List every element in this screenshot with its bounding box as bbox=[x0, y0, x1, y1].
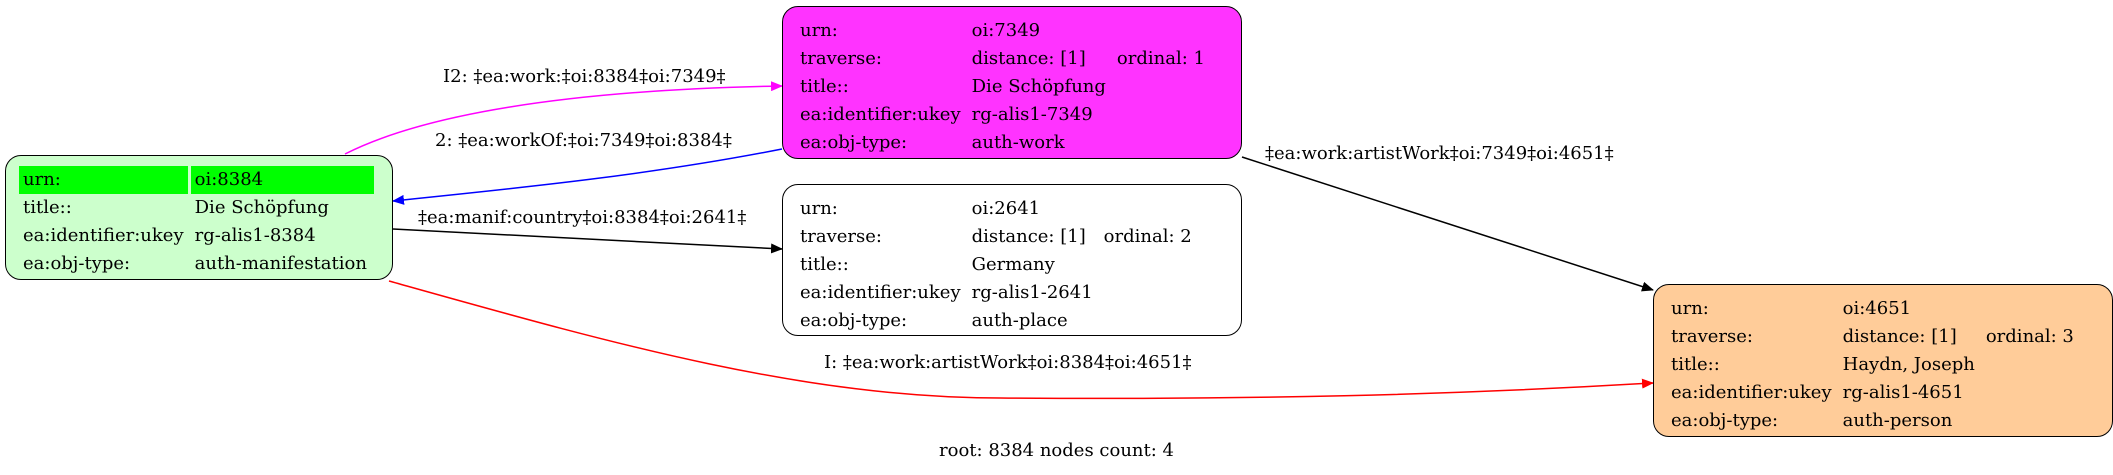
node-row-traverse: traverse: distance: [1] ordinal: 3 bbox=[1667, 323, 2078, 351]
node-row-extra bbox=[1982, 379, 2078, 407]
edge-artist-line bbox=[1241, 156, 1654, 292]
node-row-key: urn: bbox=[800, 198, 838, 219]
node-row-key: traverse: bbox=[1671, 326, 1753, 347]
node-row-value: Germany bbox=[971, 254, 1055, 275]
node-oi-7349[interactable]: urn: oi:7349 traverse: distance: [1] ord… bbox=[782, 6, 1242, 159]
node-row-value: oi:4651 bbox=[1842, 298, 1912, 319]
node-row-ukey: ea:identifier:ukey rg-alis1-7349 bbox=[796, 101, 1209, 129]
node-oi-8384-table: urn: oi:8384 title:: Die Schöpfung ea:id… bbox=[16, 166, 377, 278]
node-row-value: Die Schöpfung bbox=[971, 76, 1106, 97]
node-row-value: auth-place bbox=[971, 310, 1068, 331]
node-row-key: traverse: bbox=[800, 48, 882, 69]
node-row-key: urn: bbox=[1671, 298, 1709, 319]
node-row-value: distance: [1] bbox=[971, 48, 1086, 69]
node-row-title: title:: Die Schöpfung bbox=[796, 73, 1209, 101]
node-row-objtype: ea:obj-type: auth-work bbox=[796, 129, 1209, 157]
node-row-key: ea:identifier:ukey bbox=[1671, 382, 1832, 403]
node-oi-7349-table: urn: oi:7349 traverse: distance: [1] ord… bbox=[793, 17, 1212, 157]
node-row-key: ea:identifier:ukey bbox=[800, 282, 961, 303]
node-row-key: ea:obj-type: bbox=[800, 310, 908, 331]
node-row-value: oi:8384 bbox=[190, 166, 374, 194]
node-row-key: title:: bbox=[800, 76, 849, 97]
node-row-objtype: ea:obj-type: auth-person bbox=[1667, 407, 2078, 435]
node-row-extra: ordinal: 1 bbox=[1116, 48, 1205, 69]
node-row-key: ea:identifier:ukey bbox=[800, 104, 961, 125]
node-row-value: rg-alis1-8384 bbox=[194, 225, 316, 246]
node-row-value: distance: [1] bbox=[971, 226, 1086, 247]
node-oi-4651-table: urn: oi:4651 traverse: distance: [1] ord… bbox=[1664, 295, 2081, 435]
node-row-extra bbox=[1113, 73, 1209, 101]
edge-country-line bbox=[392, 228, 783, 254]
edge-country-label: ‡ea:manif:country‡oi:8384‡oi:2641‡ bbox=[418, 207, 746, 228]
edge-work-label: I2: ‡ea:work:‡oi:8384‡oi:7349‡ bbox=[443, 66, 726, 87]
node-row-key: urn: bbox=[800, 20, 838, 41]
node-row-value: auth-work bbox=[971, 132, 1065, 153]
node-row-extra bbox=[1982, 295, 2078, 323]
node-row-urn: urn: oi:4651 bbox=[1667, 295, 2078, 323]
edge-workof-line bbox=[392, 148, 783, 205]
node-row-extra bbox=[1100, 307, 1196, 335]
node-row-extra bbox=[1100, 279, 1196, 307]
node-row-objtype: ea:obj-type: auth-place bbox=[796, 307, 1196, 335]
edge-artist-i-label: I: ‡ea:work:artistWork‡oi:8384‡oi:4651‡ bbox=[824, 352, 1192, 373]
node-row-urn: urn: oi:7349 bbox=[796, 17, 1209, 45]
node-row-ukey: ea:identifier:ukey rg-alis1-2641 bbox=[796, 279, 1196, 307]
node-row-value: oi:7349 bbox=[971, 20, 1041, 41]
node-row-extra bbox=[1100, 251, 1196, 279]
node-row-extra bbox=[1100, 195, 1196, 223]
node-row-extra bbox=[1982, 407, 2078, 435]
node-row-ukey: ea:identifier:ukey rg-alis1-4651 bbox=[1667, 379, 2078, 407]
node-row-value: oi:2641 bbox=[971, 198, 1041, 219]
node-row-traverse: traverse: distance: [1] ordinal: 1 bbox=[796, 45, 1209, 73]
node-row-key: ea:obj-type: bbox=[800, 132, 908, 153]
node-row-key: ea:identifier:ukey bbox=[23, 225, 184, 246]
node-row-key: ea:obj-type: bbox=[1671, 410, 1779, 431]
edge-work-line bbox=[344, 81, 783, 155]
node-row-value: auth-manifestation bbox=[194, 253, 367, 274]
node-row-title: title:: Haydn, Joseph bbox=[1667, 351, 2078, 379]
node-row-value: distance: [1] bbox=[1842, 326, 1957, 347]
node-row-key: ea:obj-type: bbox=[23, 253, 131, 274]
node-row-extra bbox=[1113, 101, 1209, 129]
node-row-title: title:: Die Schöpfung bbox=[19, 194, 374, 222]
node-row-value: Die Schöpfung bbox=[194, 197, 329, 218]
node-row-extra bbox=[1982, 351, 2078, 379]
node-row-traverse: traverse: distance: [1] ordinal: 2 bbox=[796, 223, 1196, 251]
node-row-key: title:: bbox=[23, 197, 72, 218]
node-oi-8384[interactable]: urn: oi:8384 title:: Die Schöpfung ea:id… bbox=[5, 155, 393, 280]
node-row-extra bbox=[1113, 129, 1209, 157]
node-row-title: title:: Germany bbox=[796, 251, 1196, 279]
node-row-ukey: ea:identifier:ukey rg-alis1-8384 bbox=[19, 222, 374, 250]
node-row-key: traverse: bbox=[800, 226, 882, 247]
node-row-value: rg-alis1-2641 bbox=[971, 282, 1093, 303]
node-row-extra: ordinal: 3 bbox=[1985, 326, 2074, 347]
node-oi-2641[interactable]: urn: oi:2641 traverse: distance: [1] ord… bbox=[782, 184, 1242, 336]
node-row-key: title:: bbox=[1671, 354, 1720, 375]
node-row-key: urn: bbox=[19, 166, 188, 194]
node-row-extra: ordinal: 2 bbox=[1103, 226, 1192, 247]
node-row-value: rg-alis1-4651 bbox=[1842, 382, 1964, 403]
node-oi-4651[interactable]: urn: oi:4651 traverse: distance: [1] ord… bbox=[1653, 284, 2113, 437]
edge-artist-i-line bbox=[388, 280, 1654, 400]
graph-footer-caption: root: 8384 nodes count: 4 bbox=[939, 440, 1174, 461]
edge-workof-label: 2: ‡ea:workOf:‡oi:7349‡oi:8384‡ bbox=[435, 130, 732, 151]
node-row-urn: urn: oi:8384 bbox=[19, 166, 374, 194]
node-row-value: rg-alis1-7349 bbox=[971, 104, 1093, 125]
edge-artist-label: ‡ea:work:artistWork‡oi:7349‡oi:4651‡ bbox=[1265, 143, 1614, 164]
node-row-extra bbox=[1113, 17, 1209, 45]
node-row-objtype: ea:obj-type: auth-manifestation bbox=[19, 250, 374, 278]
node-row-key: title:: bbox=[800, 254, 849, 275]
node-row-urn: urn: oi:2641 bbox=[796, 195, 1196, 223]
node-oi-2641-table: urn: oi:2641 traverse: distance: [1] ord… bbox=[793, 195, 1199, 335]
node-row-value: auth-person bbox=[1842, 410, 1953, 431]
node-row-value: Haydn, Joseph bbox=[1842, 354, 1975, 375]
